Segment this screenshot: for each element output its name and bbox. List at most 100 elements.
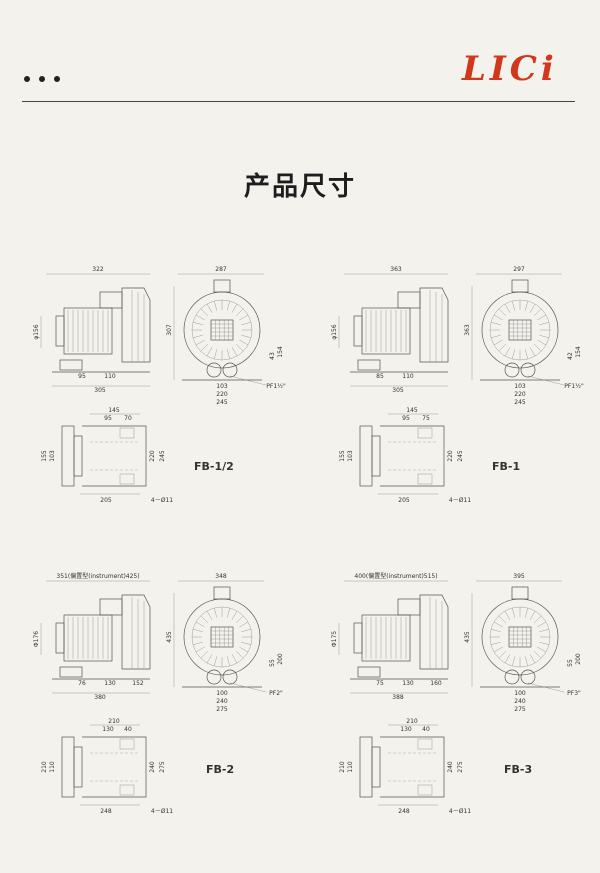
model-label: FB-2 xyxy=(206,763,235,776)
bottom-t2-dim: 130 xyxy=(102,726,114,733)
front-r2-dim: 154 xyxy=(277,346,284,358)
front-width-dim: 395 xyxy=(513,573,525,580)
front-r2-dim: 200 xyxy=(575,653,582,665)
bottom-t2-dim: 95 xyxy=(104,415,112,422)
side-bottom-dim: 305 xyxy=(94,387,106,394)
side-d1-dim: 76 xyxy=(78,680,86,687)
side-d2-dim: 130 xyxy=(402,680,414,687)
front-d3-dim: 275 xyxy=(514,706,526,713)
side-height-dim: φ156 xyxy=(331,324,338,340)
bottom-l2-dim: 103 xyxy=(347,450,354,462)
bottom-t3-dim: 40 xyxy=(422,726,430,733)
side-d3-dim: 160 xyxy=(430,680,442,687)
dimension-drawing: 400(偏置型(instrument)515) Φ175 75 130 160 388 39… xyxy=(331,572,582,815)
front-d3-dim: 245 xyxy=(514,399,526,406)
bottom-holes-label: 4－Ø11 xyxy=(449,497,471,504)
front-d2-dim: 220 xyxy=(514,391,526,398)
bottom-r2-dim: 245 xyxy=(159,450,166,462)
dimension-drawing: 351(偏置型(instrument)425) Φ176 76 130 152 380 34… xyxy=(33,572,284,815)
side-height-dim: Φ175 xyxy=(331,631,338,647)
bottom-r1-dim: 220 xyxy=(447,450,454,462)
bottom-t2-dim: 95 xyxy=(402,415,410,422)
bottom-r2-dim: 275 xyxy=(457,761,464,773)
bottom-l2-dim: 110 xyxy=(49,761,56,773)
bottom-t3-dim: 70 xyxy=(124,415,132,422)
side-bottom-dim: 305 xyxy=(392,387,404,394)
bottom-r2-dim: 245 xyxy=(457,450,464,462)
front-d2-dim: 240 xyxy=(216,698,228,705)
bottom-r1-dim: 240 xyxy=(149,761,156,773)
front-width-dim: 348 xyxy=(215,573,227,580)
front-port-label: PF3" xyxy=(567,690,581,697)
bottom-l1-dim: 155 xyxy=(339,450,346,462)
bottom-r1-dim: 240 xyxy=(447,761,454,773)
front-port-label: PF1½" xyxy=(564,383,584,390)
front-width-dim: 287 xyxy=(215,266,227,273)
model-label: FB-3 xyxy=(504,763,533,776)
bottom-t1-dim: 210 xyxy=(108,718,120,725)
bottom-holes-label: 4－Ø11 xyxy=(449,808,471,815)
bottom-b1-dim: 205 xyxy=(100,497,112,504)
front-r1-dim: 55 xyxy=(567,659,574,667)
side-height-dim: Φ176 xyxy=(33,631,40,647)
side-top-dim: 400(偏置型(instrument)515) xyxy=(354,572,437,580)
front-width-dim: 297 xyxy=(513,266,525,273)
header-divider xyxy=(22,101,575,102)
front-height-dim: 363 xyxy=(464,324,471,336)
side-height-dim: φ156 xyxy=(33,324,40,340)
front-d1-dim: 100 xyxy=(216,690,228,697)
side-d2-dim: 110 xyxy=(402,373,414,380)
bottom-l2-dim: 103 xyxy=(49,450,56,462)
front-r1-dim: 43 xyxy=(269,352,276,360)
model-label: FB-1/2 xyxy=(194,460,234,473)
front-r1-dim: 42 xyxy=(567,352,574,360)
front-height-dim: 307 xyxy=(166,324,173,336)
front-d2-dim: 240 xyxy=(514,698,526,705)
side-bottom-dim: 388 xyxy=(392,694,404,701)
bottom-t1-dim: 145 xyxy=(108,407,120,414)
menu-dots-icon[interactable] xyxy=(24,76,60,82)
front-d1-dim: 103 xyxy=(514,383,526,390)
bottom-t2-dim: 130 xyxy=(400,726,412,733)
bottom-holes-label: 4－Ø11 xyxy=(151,497,173,504)
side-d3-dim: 152 xyxy=(132,680,144,687)
drawing-fb-2: 351(偏置型(instrument)425) Φ176 76 130 152 380 34… xyxy=(20,565,290,835)
front-d2-dim: 220 xyxy=(216,391,228,398)
brand-logo: LICi xyxy=(462,49,558,89)
front-height-dim: 435 xyxy=(464,631,471,643)
side-bottom-dim: 380 xyxy=(94,694,106,701)
bottom-holes-label: 4－Ø11 xyxy=(151,808,173,815)
bottom-l1-dim: 210 xyxy=(339,761,346,773)
bottom-l1-dim: 155 xyxy=(41,450,48,462)
bottom-t1-dim: 145 xyxy=(406,407,418,414)
bottom-t1-dim: 210 xyxy=(406,718,418,725)
bottom-b1-dim: 248 xyxy=(100,808,112,815)
bottom-b1-dim: 248 xyxy=(398,808,410,815)
bottom-t3-dim: 75 xyxy=(422,415,430,422)
front-height-dim: 435 xyxy=(166,631,173,643)
side-view: 351(偏置型(instrument)425) Φ176 76 130 152 380 xyxy=(33,572,151,701)
model-label: FB-1 xyxy=(492,460,521,473)
front-d3-dim: 275 xyxy=(216,706,228,713)
front-d3-dim: 245 xyxy=(216,399,228,406)
front-r2-dim: 200 xyxy=(277,653,284,665)
bottom-l1-dim: 210 xyxy=(41,761,48,773)
side-d1-dim: 75 xyxy=(376,680,384,687)
front-r1-dim: 55 xyxy=(269,659,276,667)
side-d2-dim: 130 xyxy=(104,680,116,687)
side-top-dim: 351(偏置型(instrument)425) xyxy=(56,572,139,580)
